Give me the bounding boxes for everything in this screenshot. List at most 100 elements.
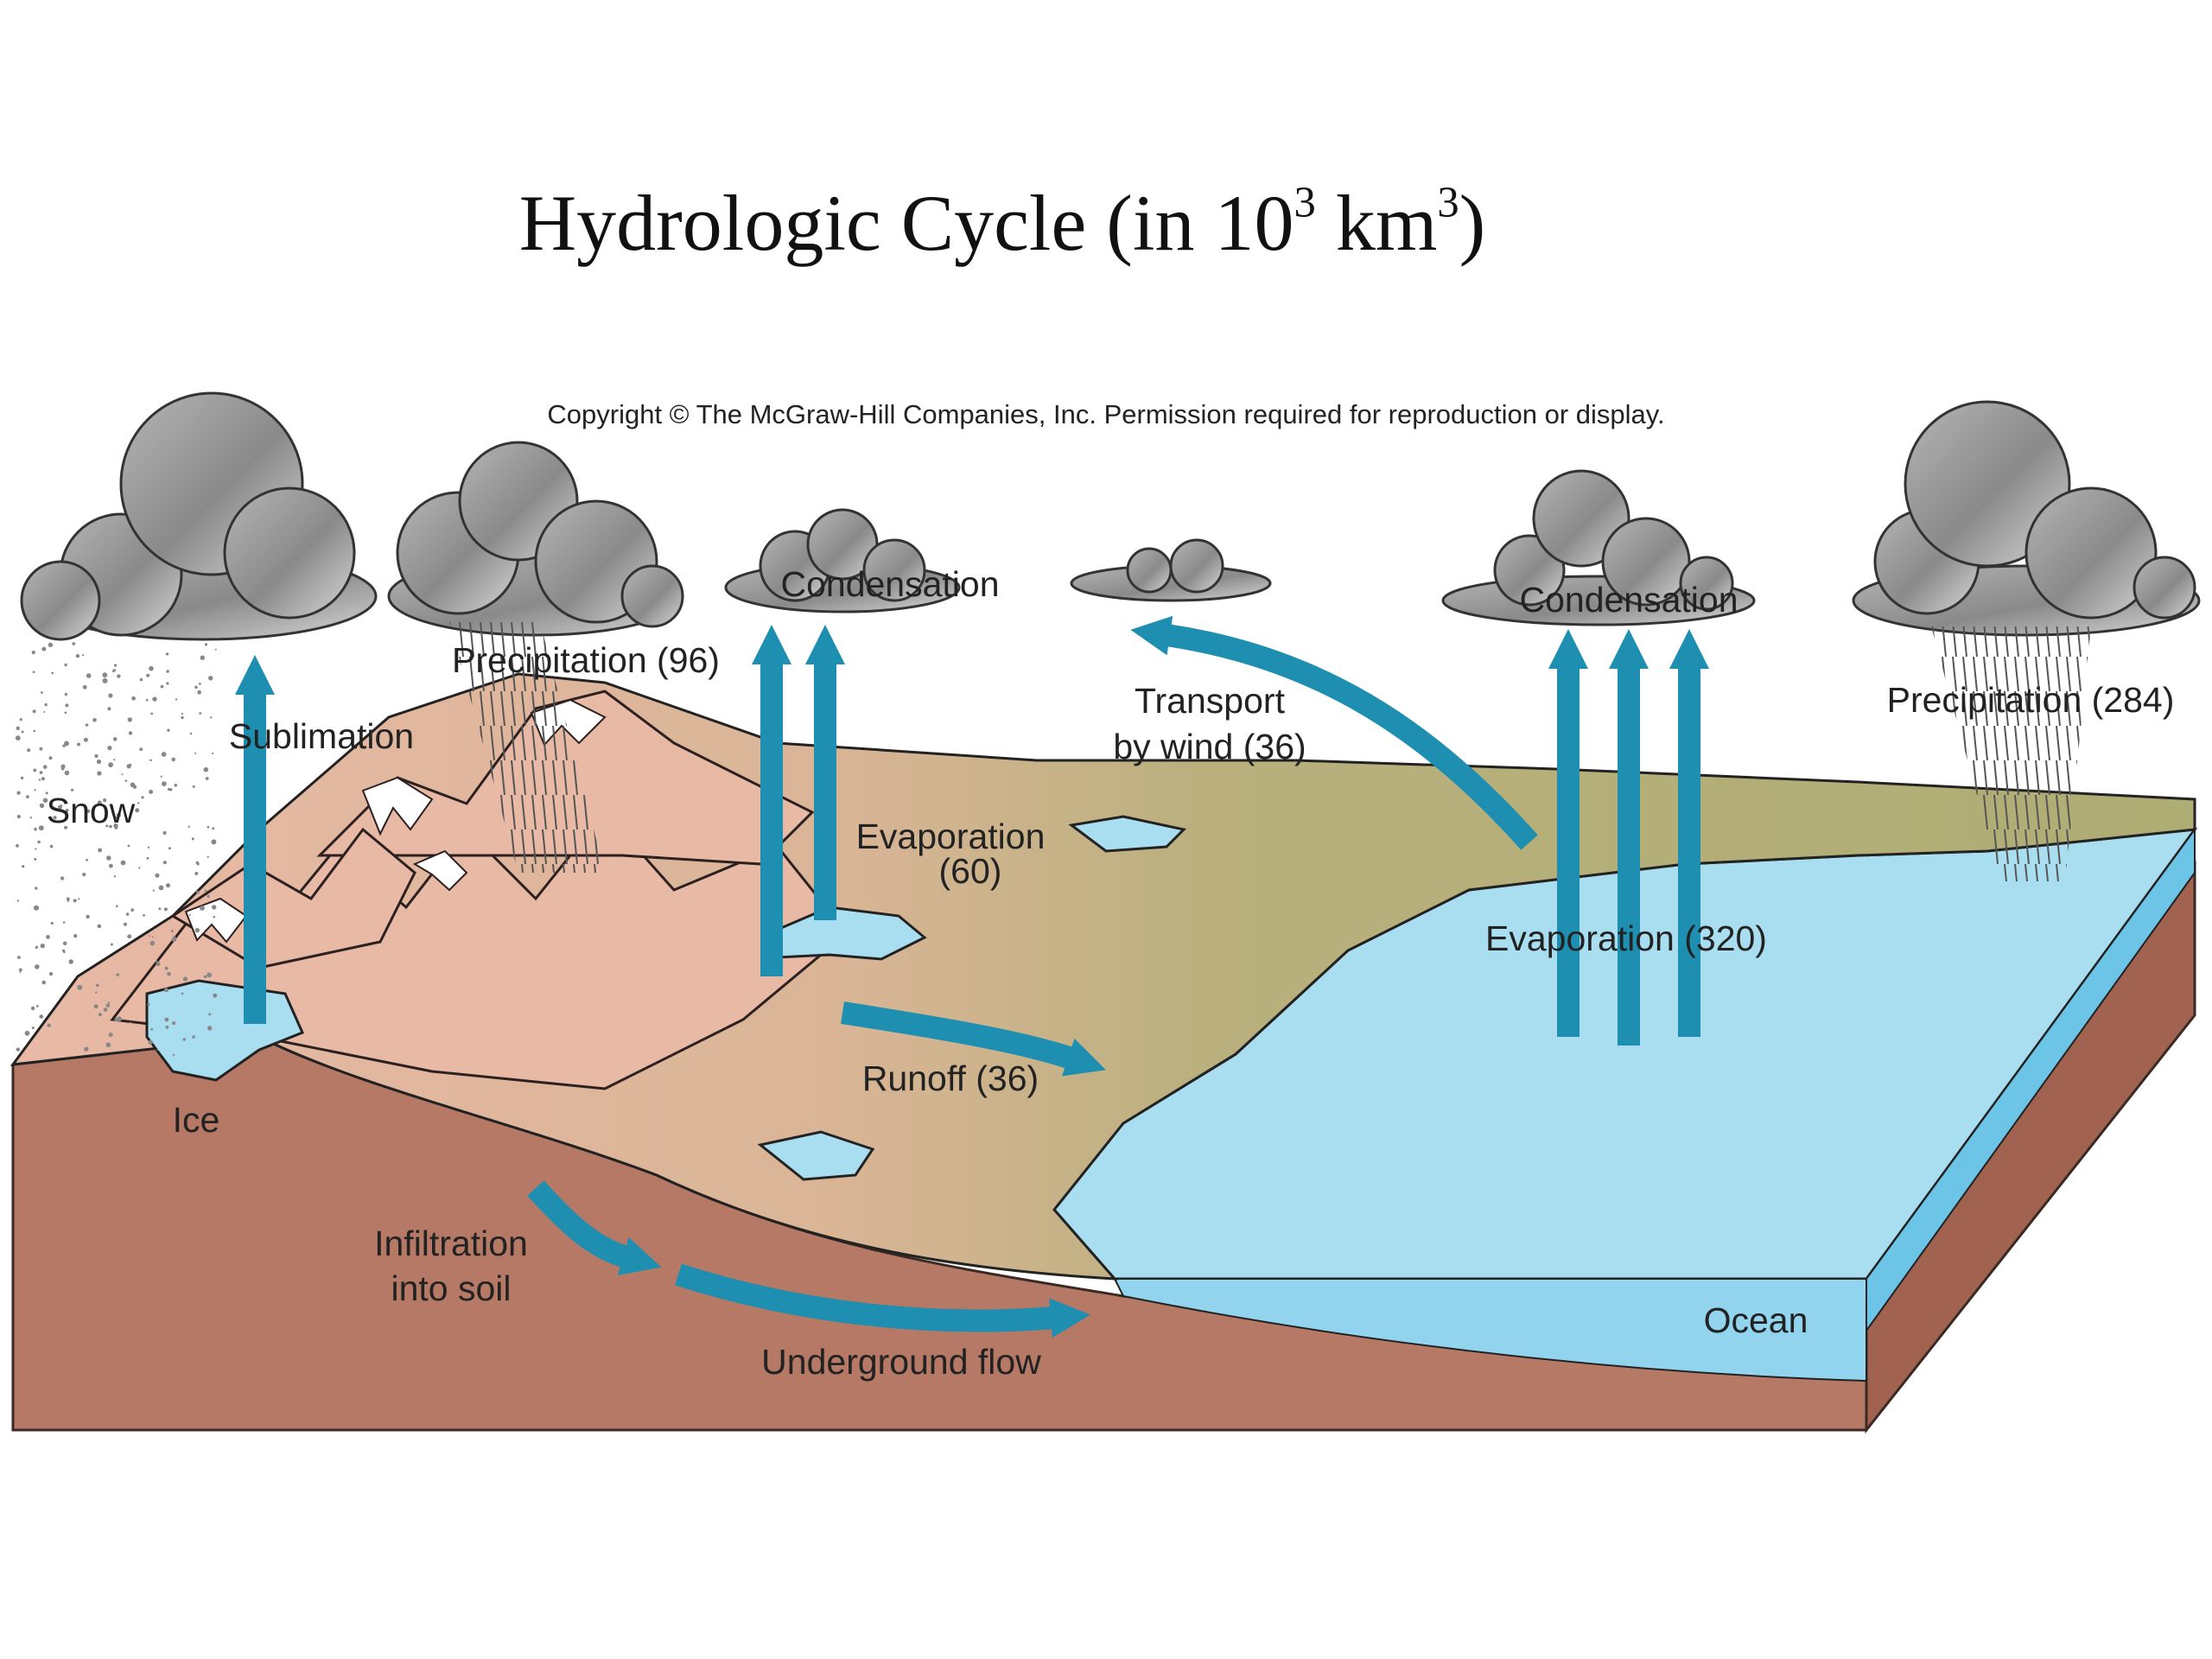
snowflake: [162, 830, 167, 836]
snowflake: [149, 665, 154, 671]
snowflake: [48, 642, 54, 648]
rain-left: [449, 622, 605, 873]
snowflake: [41, 646, 47, 652]
snowflake: [116, 812, 121, 818]
snowflake: [160, 775, 162, 778]
snowflake: [117, 1016, 123, 1022]
snowflake: [51, 671, 54, 675]
snowflake: [78, 898, 80, 900]
snowflake: [211, 839, 217, 845]
cloud-mid-left: [387, 441, 684, 637]
snowflake: [17, 956, 21, 959]
snowflake: [33, 729, 36, 733]
snowflake: [168, 847, 171, 850]
snowflake: [147, 846, 150, 849]
snowflake: [139, 677, 143, 682]
evaporation-ocean-label: Evaporation (320): [1485, 918, 1767, 958]
snowflake: [106, 855, 111, 861]
snowflake: [39, 1014, 43, 1019]
snowflake: [35, 945, 39, 949]
snowflake: [200, 906, 205, 911]
snowflake: [130, 1021, 132, 1024]
snowflake: [114, 816, 118, 819]
snowflake: [207, 1026, 213, 1031]
snowflake: [16, 815, 21, 819]
snowflake: [204, 643, 208, 646]
snowflake: [73, 899, 77, 903]
snowflake: [149, 935, 151, 938]
snowflake: [86, 914, 90, 919]
snowflake: [181, 992, 184, 995]
snowflake: [212, 827, 215, 830]
snowflake: [110, 943, 113, 946]
snowflake: [165, 652, 169, 656]
snowflake: [188, 825, 190, 828]
snowflake: [62, 941, 67, 946]
snowflake: [41, 777, 45, 781]
snowflake: [60, 766, 65, 771]
snowflake: [107, 707, 111, 711]
snowflake: [105, 824, 109, 828]
snowflake: [205, 777, 209, 780]
snowflake: [96, 983, 99, 988]
condensation-left-label: Condensation: [780, 564, 999, 604]
transport-wind-arrow: [1130, 615, 1538, 850]
cloud-condensation-left: [724, 508, 961, 613]
snowflake: [162, 781, 167, 786]
snowflake: [156, 1048, 159, 1051]
snowflake: [41, 691, 43, 694]
snowflake: [16, 791, 21, 795]
snowflake: [160, 684, 164, 689]
snowflake: [163, 907, 168, 912]
snowflake: [50, 921, 54, 925]
snowflake: [164, 1017, 169, 1022]
infiltration-arrow: [527, 1180, 662, 1276]
snowflake: [125, 912, 130, 916]
snowflake: [166, 682, 169, 685]
snowflake: [208, 1013, 212, 1016]
snowflake: [65, 703, 69, 708]
snowflake: [149, 759, 152, 762]
snowflake: [143, 913, 145, 917]
snowflake: [34, 827, 37, 831]
snowflake: [194, 872, 199, 875]
copyright-notice: Copyright © The McGraw-Hill Companies, I…: [547, 399, 1665, 429]
snowflake: [121, 773, 124, 776]
snowflake: [210, 716, 213, 719]
snowflake: [75, 654, 80, 658]
snowflake: [77, 742, 80, 747]
snowflake: [30, 1006, 35, 1011]
snowflake: [112, 737, 118, 741]
snowflake: [108, 1033, 113, 1038]
snowflake: [20, 776, 24, 779]
lakes: [145, 815, 1187, 1181]
snowflake: [98, 848, 102, 853]
snowflake: [192, 1035, 195, 1039]
snowflake: [62, 744, 66, 747]
title-exponent-1: 3: [1294, 178, 1316, 227]
snow-flurry: [15, 642, 218, 1057]
snowflake: [72, 642, 76, 645]
snowflake: [167, 971, 172, 976]
snowflake: [166, 670, 169, 673]
snowflake: [171, 757, 175, 762]
snowflake: [45, 791, 48, 795]
snowflake: [73, 934, 78, 938]
snowflake: [114, 664, 118, 667]
snowflake: [81, 654, 85, 657]
snowflake: [116, 905, 118, 907]
snowflake: [64, 692, 68, 696]
snowflake: [22, 865, 25, 868]
snowflake: [127, 844, 130, 848]
snowflake: [149, 940, 156, 946]
snowflake: [147, 1002, 150, 1006]
snowflake: [194, 927, 200, 933]
snowflake: [194, 752, 197, 754]
snowflake: [108, 693, 113, 698]
snowflake: [44, 702, 48, 707]
snowflake: [207, 972, 213, 978]
snowflake: [107, 746, 112, 751]
snowflake: [158, 907, 162, 911]
snowflake: [199, 712, 202, 715]
snowflake: [46, 935, 50, 939]
